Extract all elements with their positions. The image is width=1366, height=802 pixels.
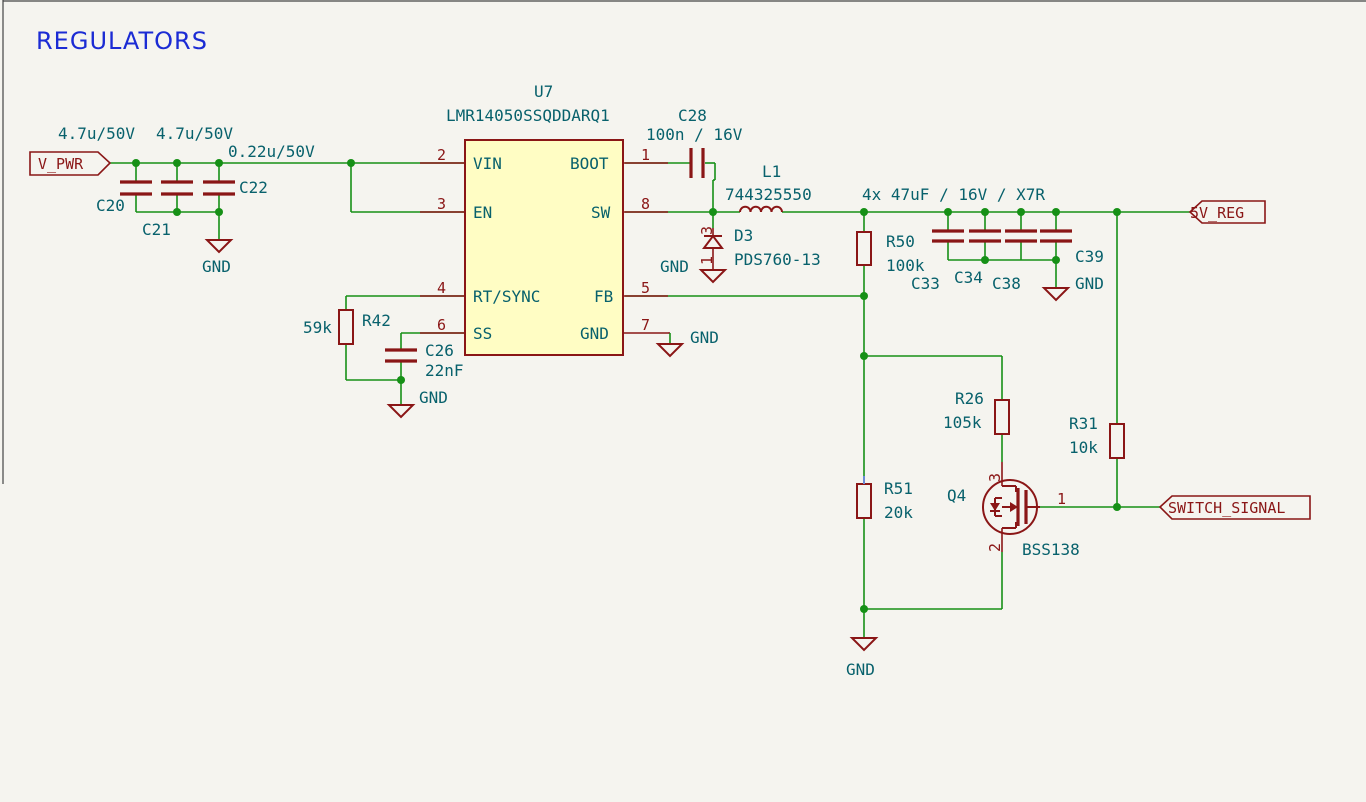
gnd-label: GND — [690, 328, 719, 347]
resistor-r26[interactable]: R26 105k — [943, 389, 1010, 435]
capacitor-c38[interactable]: C38 — [992, 229, 1037, 293]
ind-ref: L1 — [762, 162, 781, 181]
capacitor-c26[interactable]: C26 22nF — [385, 341, 464, 380]
capacitor-c20[interactable]: 4.7u/50V C20 — [58, 124, 152, 215]
mosfet-q4[interactable]: 3 2 1 Q4 BSS138 — [947, 462, 1080, 559]
port-label: 5V_REG — [1190, 204, 1244, 222]
output-cap-group: 4x 47uF / 16V / X7R — [862, 185, 1045, 204]
u7-pin-name: GND — [580, 324, 609, 343]
u7-pin-num: 7 — [641, 316, 650, 334]
ind-value: 744325550 — [725, 185, 812, 204]
gnd-label: GND — [202, 257, 231, 276]
res-ref: R51 — [884, 479, 913, 498]
cap-value: 100n / 16V — [646, 125, 743, 144]
u7-pin-name: FB — [594, 287, 613, 306]
port-label: SWITCH_SIGNAL — [1168, 499, 1285, 517]
resistor-r31[interactable]: R31 10k — [1069, 414, 1125, 459]
u7-value: LMR14050SSQDDARQ1 — [446, 106, 610, 125]
capacitor-c28[interactable]: C28 100n / 16V — [646, 106, 743, 178]
u7-pin-name: VIN — [473, 154, 502, 173]
res-ref: R26 — [955, 389, 984, 408]
q4-pin: 3 — [986, 473, 1004, 482]
resistor-r50[interactable]: R50 100k — [856, 231, 925, 275]
cap-value: 22nF — [425, 361, 464, 380]
gnd-label: GND — [846, 660, 875, 679]
u7-pin-name: RT/SYNC — [473, 287, 540, 306]
wires — [110, 162, 1190, 638]
q4-pin: 1 — [1057, 490, 1066, 508]
u7-pin-name: SW — [591, 203, 611, 222]
diode-pin: 3 — [698, 226, 716, 235]
gnd-symbol-u7: GND — [655, 328, 719, 358]
gnd-symbol-fb: GND — [846, 637, 879, 679]
cap-ref: C34 — [954, 268, 983, 287]
u7-pin-num: 3 — [437, 195, 446, 213]
gnd-label: GND — [1075, 274, 1104, 293]
capacitor-c33[interactable]: C33 — [911, 229, 964, 293]
gnd-symbol-ss: GND — [386, 388, 448, 419]
q4-value: BSS138 — [1022, 540, 1080, 559]
q4-pin: 2 — [986, 543, 1004, 552]
u7-ref: U7 — [534, 82, 553, 101]
cap-group-value: 4x 47uF / 16V / X7R — [862, 185, 1045, 204]
resistor-r51[interactable]: R51 20k — [856, 476, 913, 522]
cap-ref: C26 — [425, 341, 454, 360]
gnd-symbol-input: GND — [202, 239, 234, 276]
u7-pin-name: EN — [473, 203, 492, 222]
gnd-symbol-output: GND — [1041, 274, 1104, 302]
u7-pin-num: 8 — [641, 195, 650, 213]
q4-ref: Q4 — [947, 486, 966, 505]
cap-value: 4.7u/50V — [156, 124, 233, 143]
res-value: 10k — [1069, 438, 1098, 457]
res-value: 20k — [884, 503, 913, 522]
cap-ref: C20 — [96, 196, 125, 215]
gnd-label: GND — [419, 388, 448, 407]
cap-value: 0.22u/50V — [228, 142, 315, 161]
capacitor-c22[interactable]: 0.22u/50V C22 — [203, 142, 315, 197]
port-switch-signal[interactable]: SWITCH_SIGNAL — [1158, 495, 1311, 520]
u7-pin-num: 4 — [437, 279, 446, 297]
cap-value: 4.7u/50V — [58, 124, 135, 143]
res-value: 105k — [943, 413, 982, 432]
junctions — [132, 159, 1121, 613]
diode-pin: 1 — [698, 256, 716, 265]
res-value: 100k — [886, 256, 925, 275]
sheet-title: REGULATORS — [36, 27, 208, 55]
diode-d3[interactable]: 3 1 D3 PDS760-13 GND — [660, 226, 821, 284]
ic-u7[interactable]: U7 LMR14050SSQDDARQ1 2 VIN 3 EN 4 RT/SYN… — [420, 82, 668, 356]
diode-ref: D3 — [734, 226, 753, 245]
u7-pin-name: SS — [473, 324, 492, 343]
u7-pin-num: 6 — [437, 316, 446, 334]
inductor-l1[interactable]: L1 744325550 — [725, 162, 812, 213]
res-ref: R50 — [886, 232, 915, 251]
port-label: V_PWR — [38, 155, 84, 173]
port-v-pwr[interactable]: V_PWR — [29, 151, 112, 176]
cap-ref: C38 — [992, 274, 1021, 293]
cap-ref: C28 — [678, 106, 707, 125]
sheet-border — [2, 0, 1366, 484]
port-5v-reg[interactable]: 5V_REG — [1188, 200, 1266, 224]
capacitor-c39[interactable]: C39 — [1040, 229, 1104, 266]
res-ref: R42 — [362, 311, 391, 330]
resistor-r42[interactable]: 59k R42 — [303, 309, 391, 345]
capacitor-c34[interactable]: C34 — [954, 229, 1001, 287]
u7-pin-num: 1 — [641, 146, 650, 164]
res-value: 59k — [303, 318, 332, 337]
cap-ref: C22 — [239, 178, 268, 197]
res-ref: R31 — [1069, 414, 1098, 433]
cap-ref: C21 — [142, 220, 171, 239]
diode-value: PDS760-13 — [734, 250, 821, 269]
u7-pin-num: 2 — [437, 146, 446, 164]
cap-ref: C39 — [1075, 247, 1104, 266]
u7-pin-name: BOOT — [570, 154, 609, 173]
cap-ref: C33 — [911, 274, 940, 293]
capacitor-c21[interactable]: 4.7u/50V C21 — [142, 124, 233, 239]
gnd-label: GND — [660, 257, 689, 276]
u7-pin-num: 5 — [641, 279, 650, 297]
